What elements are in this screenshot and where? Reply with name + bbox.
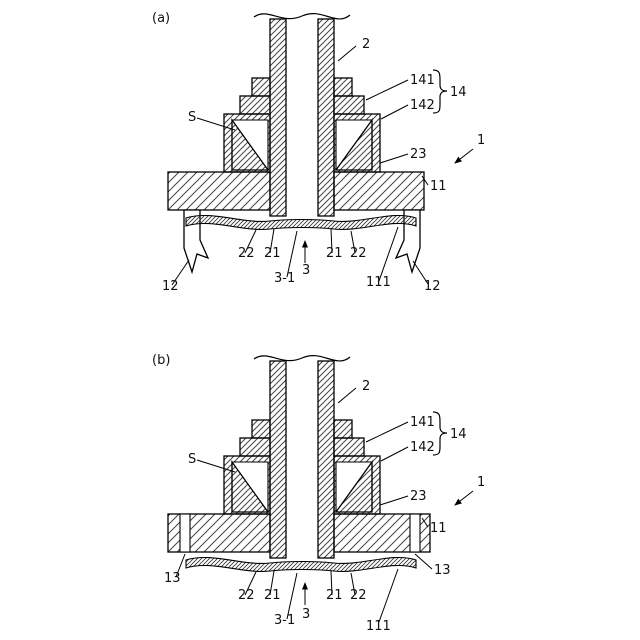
tube-break-line (253, 13, 351, 20)
tube-wall-right (317, 18, 335, 217)
assembly-arrow (454, 490, 474, 506)
flange-slot-right (409, 513, 421, 553)
fig-a-label-21-left: 21 (264, 246, 281, 261)
tube-wall-right (317, 360, 335, 559)
fig-b-label-1: 1 (477, 475, 485, 490)
figure-a-title: (a) (152, 11, 170, 26)
leader-line (365, 421, 409, 443)
fig-b-label-13-left: 13 (164, 571, 181, 586)
leader-line (337, 387, 357, 404)
fig-b-label-2: 2 (362, 379, 370, 394)
fig-a-label-22-left: 22 (238, 246, 255, 261)
leader-line (175, 553, 186, 578)
leader-line (350, 572, 356, 596)
leader-line (196, 117, 236, 131)
seal-wedge-right (334, 117, 373, 171)
fig-a-label-22-right: 22 (350, 246, 367, 261)
leader-line (421, 517, 429, 528)
leader-line (350, 230, 356, 254)
fig-a-label-3-1: 3-1 (274, 271, 295, 286)
membrane (185, 214, 417, 230)
leader-line (286, 230, 298, 278)
leader-line (380, 104, 409, 120)
fig-b-label-13-right: 13 (434, 563, 451, 578)
leader-line (171, 259, 190, 286)
fig-b-label-14: 14 (450, 427, 467, 442)
flange-right (333, 171, 425, 211)
seal-wedge-left (231, 459, 270, 513)
flange-slot-left (179, 513, 191, 553)
leader-line (365, 79, 409, 101)
leader-line (379, 153, 409, 164)
fig-b-label-111: 111 (366, 619, 391, 634)
leader-line (421, 175, 429, 186)
leader-line (269, 570, 275, 596)
leader-line (414, 553, 433, 570)
figure-b: (b) 2 141 14 142 S 23 1 11 13 13 22 21 3… (152, 353, 485, 634)
leader-line (269, 228, 275, 254)
assembly-arrow (454, 148, 474, 164)
fig-a-label-23: 23 (410, 147, 427, 162)
leader-line (330, 228, 333, 254)
leader-line (244, 229, 257, 254)
connector-141-right (333, 95, 365, 115)
leader-line (380, 446, 409, 462)
fig-b-label-141: 141 (410, 415, 435, 430)
leader-line (244, 571, 257, 596)
tube-wall-left (269, 18, 287, 217)
fig-a-label-12-left: 12 (162, 279, 179, 294)
fig-a-label-11: 11 (430, 179, 447, 194)
connector-step-top-left (251, 77, 271, 97)
fig-a-label-14: 14 (450, 85, 467, 100)
connector-step-top-left (251, 419, 271, 439)
fig-a-label-12-right: 12 (424, 279, 441, 294)
brace-14 (432, 69, 448, 114)
figure-b-title: (b) (152, 353, 170, 368)
membrane (185, 556, 417, 572)
seal-wedge-right (334, 459, 373, 513)
fig-b-label-3-1: 3-1 (274, 613, 295, 628)
fig-b-label-21-right: 21 (326, 588, 343, 603)
fig-a-label-21-right: 21 (326, 246, 343, 261)
fig-a-label-141: 141 (410, 73, 435, 88)
fig-b-label-22-right: 22 (350, 588, 367, 603)
leader-line (286, 572, 298, 620)
fig-a-label-S: S (188, 110, 196, 125)
fig-b-label-3: 3 (302, 607, 310, 622)
fig-b-label-21-left: 21 (264, 588, 281, 603)
fig-a-label-2: 2 (362, 37, 370, 52)
leader-line (378, 568, 399, 623)
brace-14 (432, 411, 448, 456)
fig-a-label-3: 3 (302, 263, 310, 278)
fig-b-label-S: S (188, 452, 196, 467)
leader-line (337, 45, 357, 62)
fig-b-label-142: 142 (410, 440, 435, 455)
fig-a-label-1: 1 (477, 133, 485, 148)
fig-a-label-142: 142 (410, 98, 435, 113)
connector-step-top-right (333, 419, 353, 439)
fig-a-label-111: 111 (366, 275, 391, 290)
tube-wall-left (269, 360, 287, 559)
leader-line (412, 260, 429, 285)
fig-b-label-23: 23 (410, 489, 427, 504)
leader-line (330, 570, 333, 596)
flange-left (167, 171, 271, 211)
leader-line (378, 226, 399, 282)
fig-b-label-11: 11 (430, 521, 447, 536)
connector-step-top-right (333, 77, 353, 97)
leader-line (379, 495, 409, 506)
figure-a: (a) 2 141 14 142 S 23 1 11 22 21 3-1 3 2… (152, 11, 485, 294)
fig-b-label-22-left: 22 (238, 588, 255, 603)
connector-141-left (239, 437, 271, 457)
connector-141-left (239, 95, 271, 115)
seal-wedge-left (231, 117, 270, 171)
connector-141-right (333, 437, 365, 457)
tube-break-line (253, 355, 351, 362)
leader-line (196, 459, 236, 473)
